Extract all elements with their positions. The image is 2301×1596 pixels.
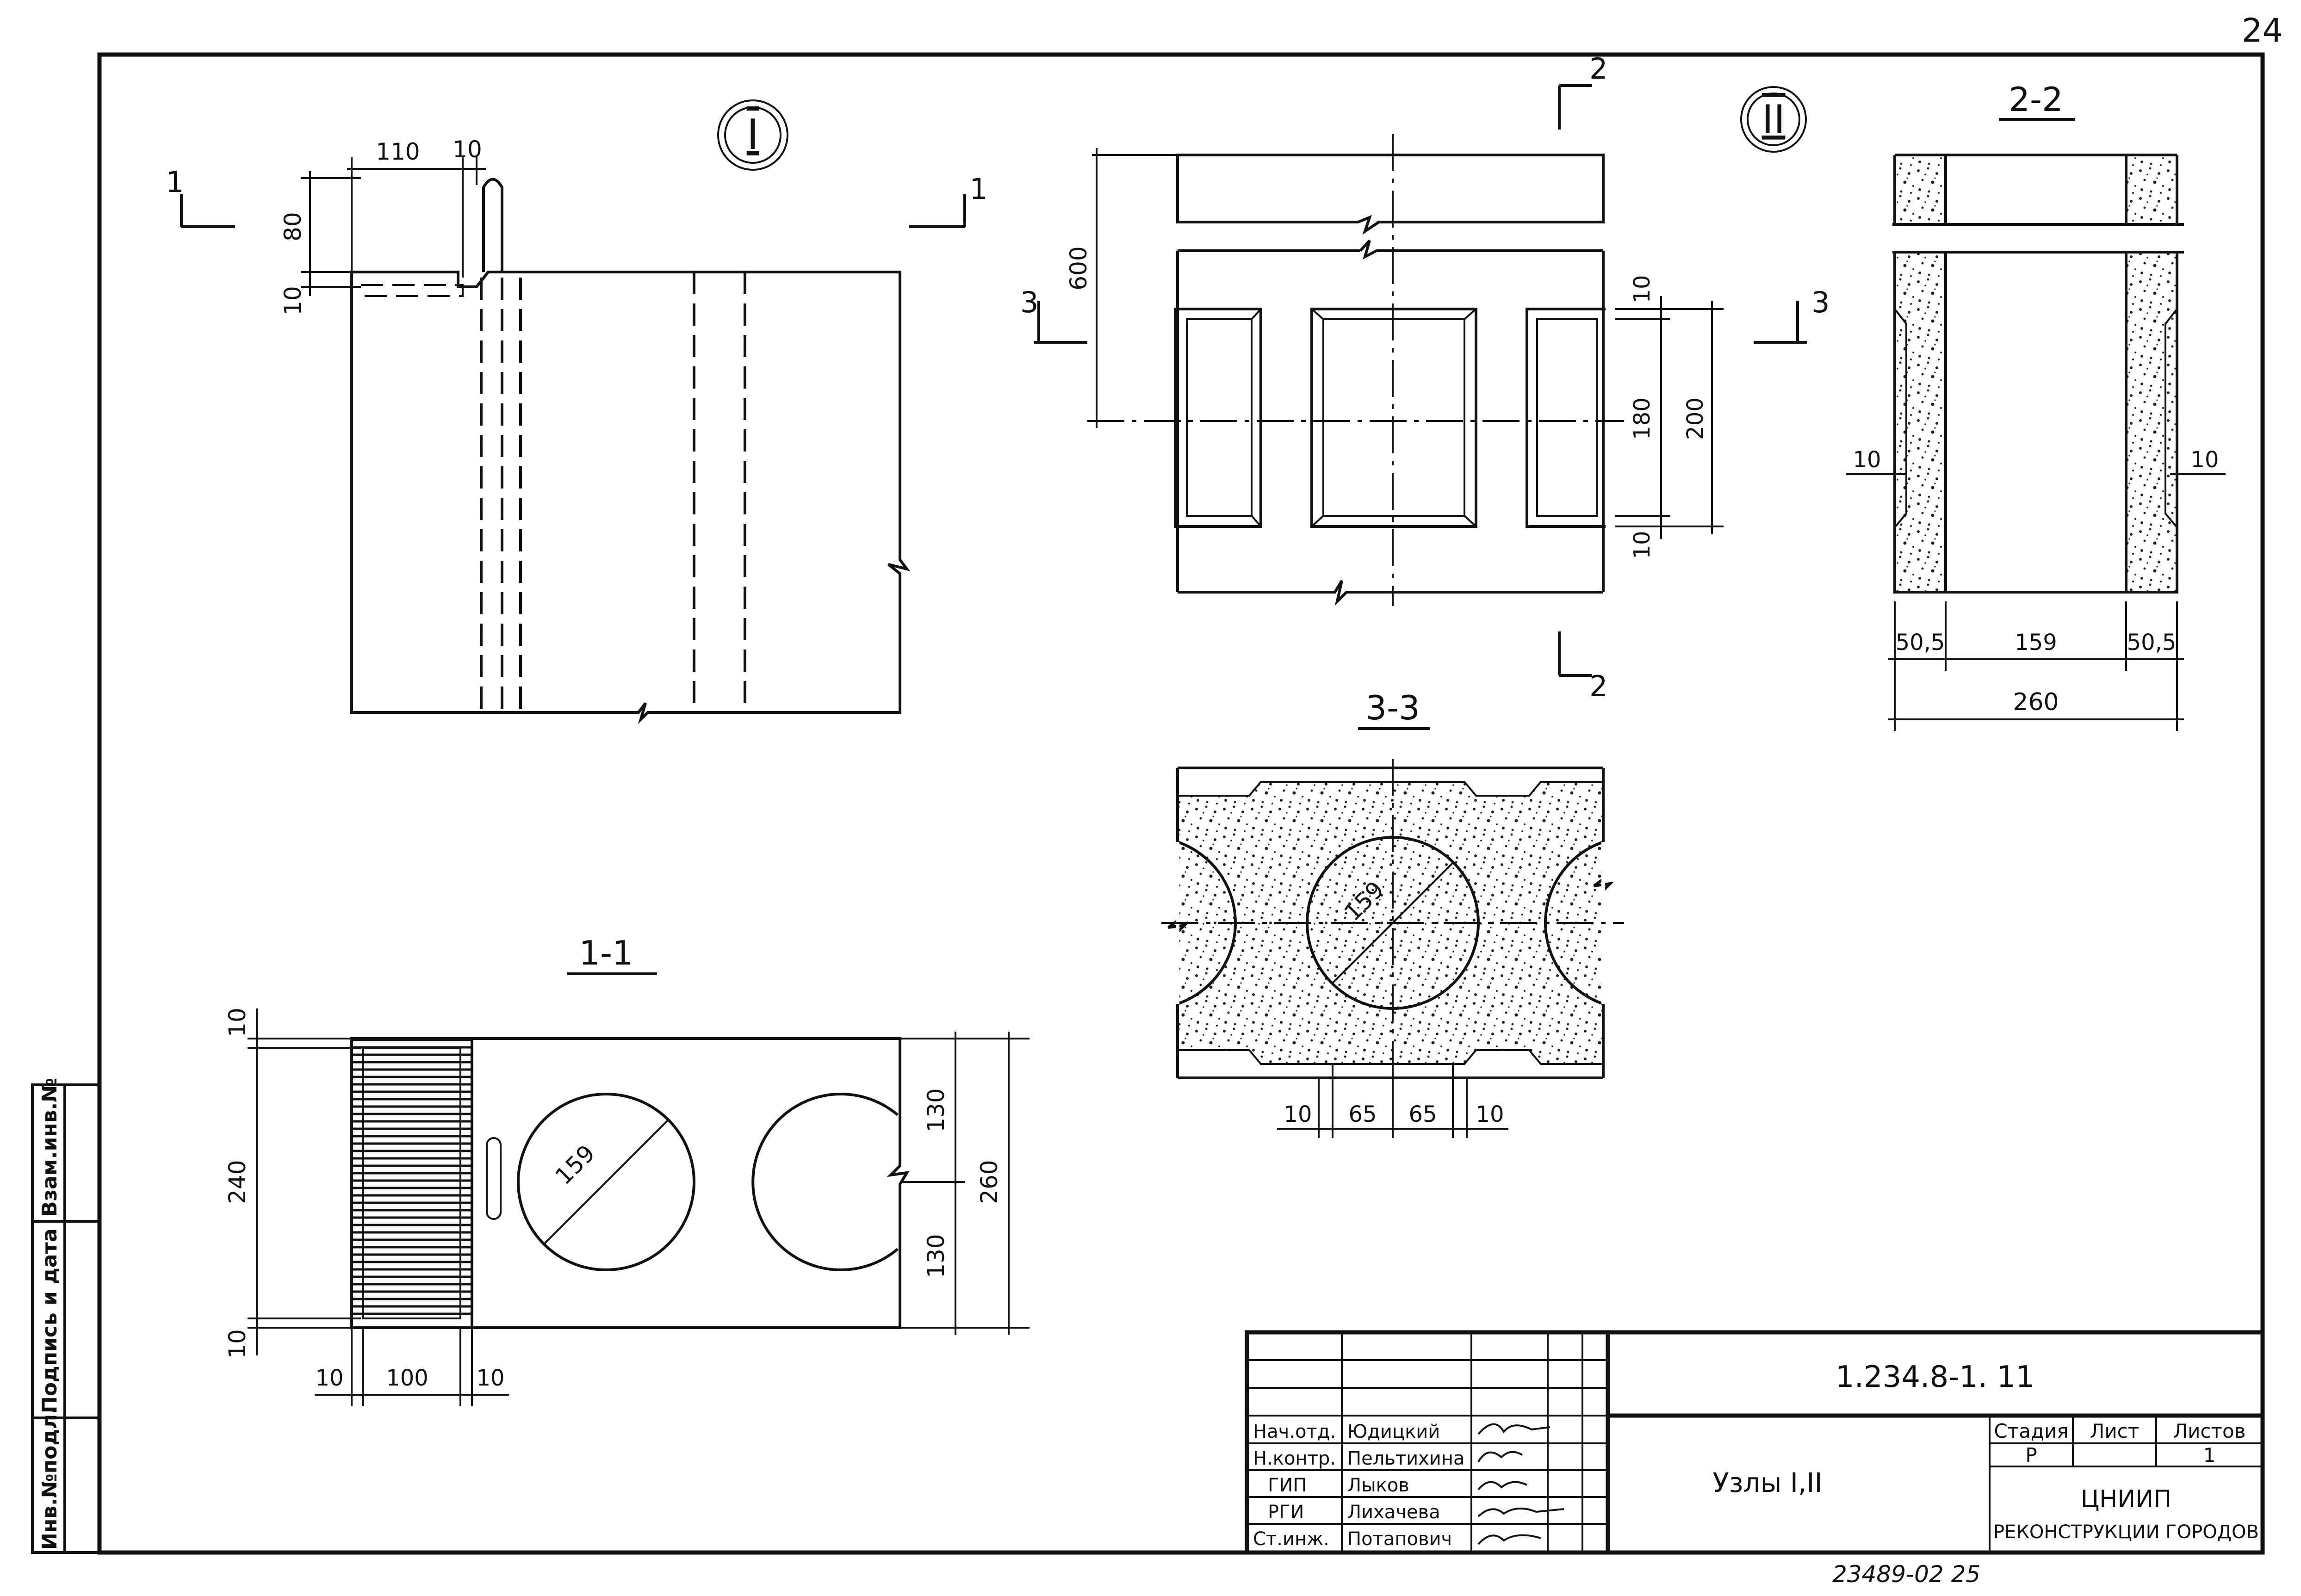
sheet-header: Лист	[2090, 1420, 2139, 1442]
role-4: Ст.инж.	[1253, 1528, 1329, 1550]
section-3-3-title: 3-3	[1365, 688, 1420, 727]
dim-10-22-right: 10	[2190, 447, 2219, 473]
role-1: Н.контр.	[1253, 1448, 1336, 1469]
cut-2-top: 2	[1589, 52, 1607, 86]
cut-1-right: 1	[969, 172, 987, 206]
dim-50-5-left: 50,5	[1896, 630, 1945, 656]
role-3: РГИ	[1268, 1502, 1304, 1523]
dim-110: 110	[376, 138, 420, 165]
dim-260-11: 260	[976, 1160, 1003, 1204]
org-line-1: ЦНИИП	[2081, 1485, 2171, 1513]
cut-3-right: 3	[1811, 285, 1830, 319]
dim-260-22: 260	[2013, 688, 2059, 716]
section-1-1: 1-1 159 10 240 10 130 130 260 10	[224, 934, 1030, 1406]
section-2-2: 2-2 50,5 159 50,5 260 10 10	[1846, 80, 2226, 731]
name-0: Юдицкий	[1347, 1421, 1440, 1442]
stamp-vzam: Взам.инв.№	[38, 1078, 62, 1217]
dim-10-33-left: 10	[1284, 1101, 1312, 1127]
cut-1-left: 1	[166, 165, 184, 199]
doc-code: 1.234.8-1. 11	[1836, 1360, 2034, 1394]
dim-50-5-right: 50,5	[2127, 630, 2177, 656]
sheets-header: Листов	[2173, 1420, 2246, 1442]
role-2: ГИП	[1268, 1475, 1307, 1496]
dim-240: 240	[224, 1160, 251, 1204]
name-2: Лыков	[1347, 1475, 1409, 1496]
sheets-value: 1	[2203, 1444, 2216, 1466]
org-line-2: РЕКОНСТРУКЦИИ ГОРОДОВ	[1993, 1522, 2259, 1543]
detail-mark-1: I	[747, 111, 759, 159]
dim-65-left: 65	[1348, 1101, 1377, 1127]
dim-10-11-bottom: 10	[224, 1329, 251, 1359]
dim-159-22: 159	[2015, 630, 2057, 656]
detail-mark-2: II	[1762, 97, 1786, 143]
detail-1: I 110 10 80 10 1 1	[166, 99, 988, 724]
dim-10-ii-bottom: 10	[1629, 531, 1655, 559]
dim-80: 80	[279, 212, 306, 241]
dim-159-11: 159	[550, 1140, 600, 1190]
role-0: Нач.отд.	[1253, 1421, 1336, 1442]
cut-3-left: 3	[1020, 285, 1038, 319]
name-4: Потапович	[1347, 1528, 1452, 1550]
stamp-inv-podl: Инв.№подл.	[38, 1406, 62, 1550]
detail-2: II 600 10 180	[1020, 52, 1830, 703]
dim-10-11-br: 10	[476, 1365, 504, 1391]
stage-value: Р	[2025, 1444, 2037, 1466]
cut-2-bottom: 2	[1589, 669, 1607, 703]
dim-180: 180	[1629, 397, 1655, 440]
section-1-1-title: 1-1	[579, 934, 633, 972]
sheet-frame	[97, 52, 2265, 1555]
section-2-2-title: 2-2	[2009, 80, 2063, 119]
dim-10-top: 10	[453, 136, 482, 163]
name-3: Лихачева	[1347, 1502, 1440, 1523]
dim-100: 100	[386, 1365, 428, 1391]
dim-130-bottom: 130	[923, 1234, 949, 1278]
name-1: Пельтихина	[1347, 1448, 1464, 1469]
bottom-note: 23489-02 25	[1832, 1561, 1980, 1588]
dim-600: 600	[1065, 246, 1092, 290]
stamp-podpis: Подпись и дата	[38, 1228, 62, 1413]
dim-10-22-left: 10	[1853, 447, 1881, 473]
section-3-3: 3-3 159 10 65 65 10	[1161, 688, 1624, 1138]
dim-10-ii-top: 10	[1629, 275, 1655, 303]
dim-130-top: 130	[923, 1088, 949, 1132]
stage-header: Стадия	[1994, 1420, 2068, 1442]
sheet-title: Узлы I,II	[1712, 1467, 1822, 1498]
signatures	[1477, 1423, 1564, 1545]
dim-200: 200	[1682, 397, 1708, 440]
dim-10-33-right: 10	[1476, 1101, 1504, 1127]
dim-10-left: 10	[279, 286, 306, 315]
side-stamp: Инв.№подл. Подпись и дата Взам.инв.№	[31, 1078, 101, 1554]
dim-65-right: 65	[1408, 1101, 1437, 1127]
dim-10-11-top: 10	[224, 1008, 251, 1037]
dim-10-11-bl: 10	[315, 1365, 343, 1391]
page-number: 24	[2242, 12, 2283, 49]
title-block: Нач.отд. Юдицкий Н.контр. Пельтихина ГИП…	[1245, 1330, 2265, 1555]
